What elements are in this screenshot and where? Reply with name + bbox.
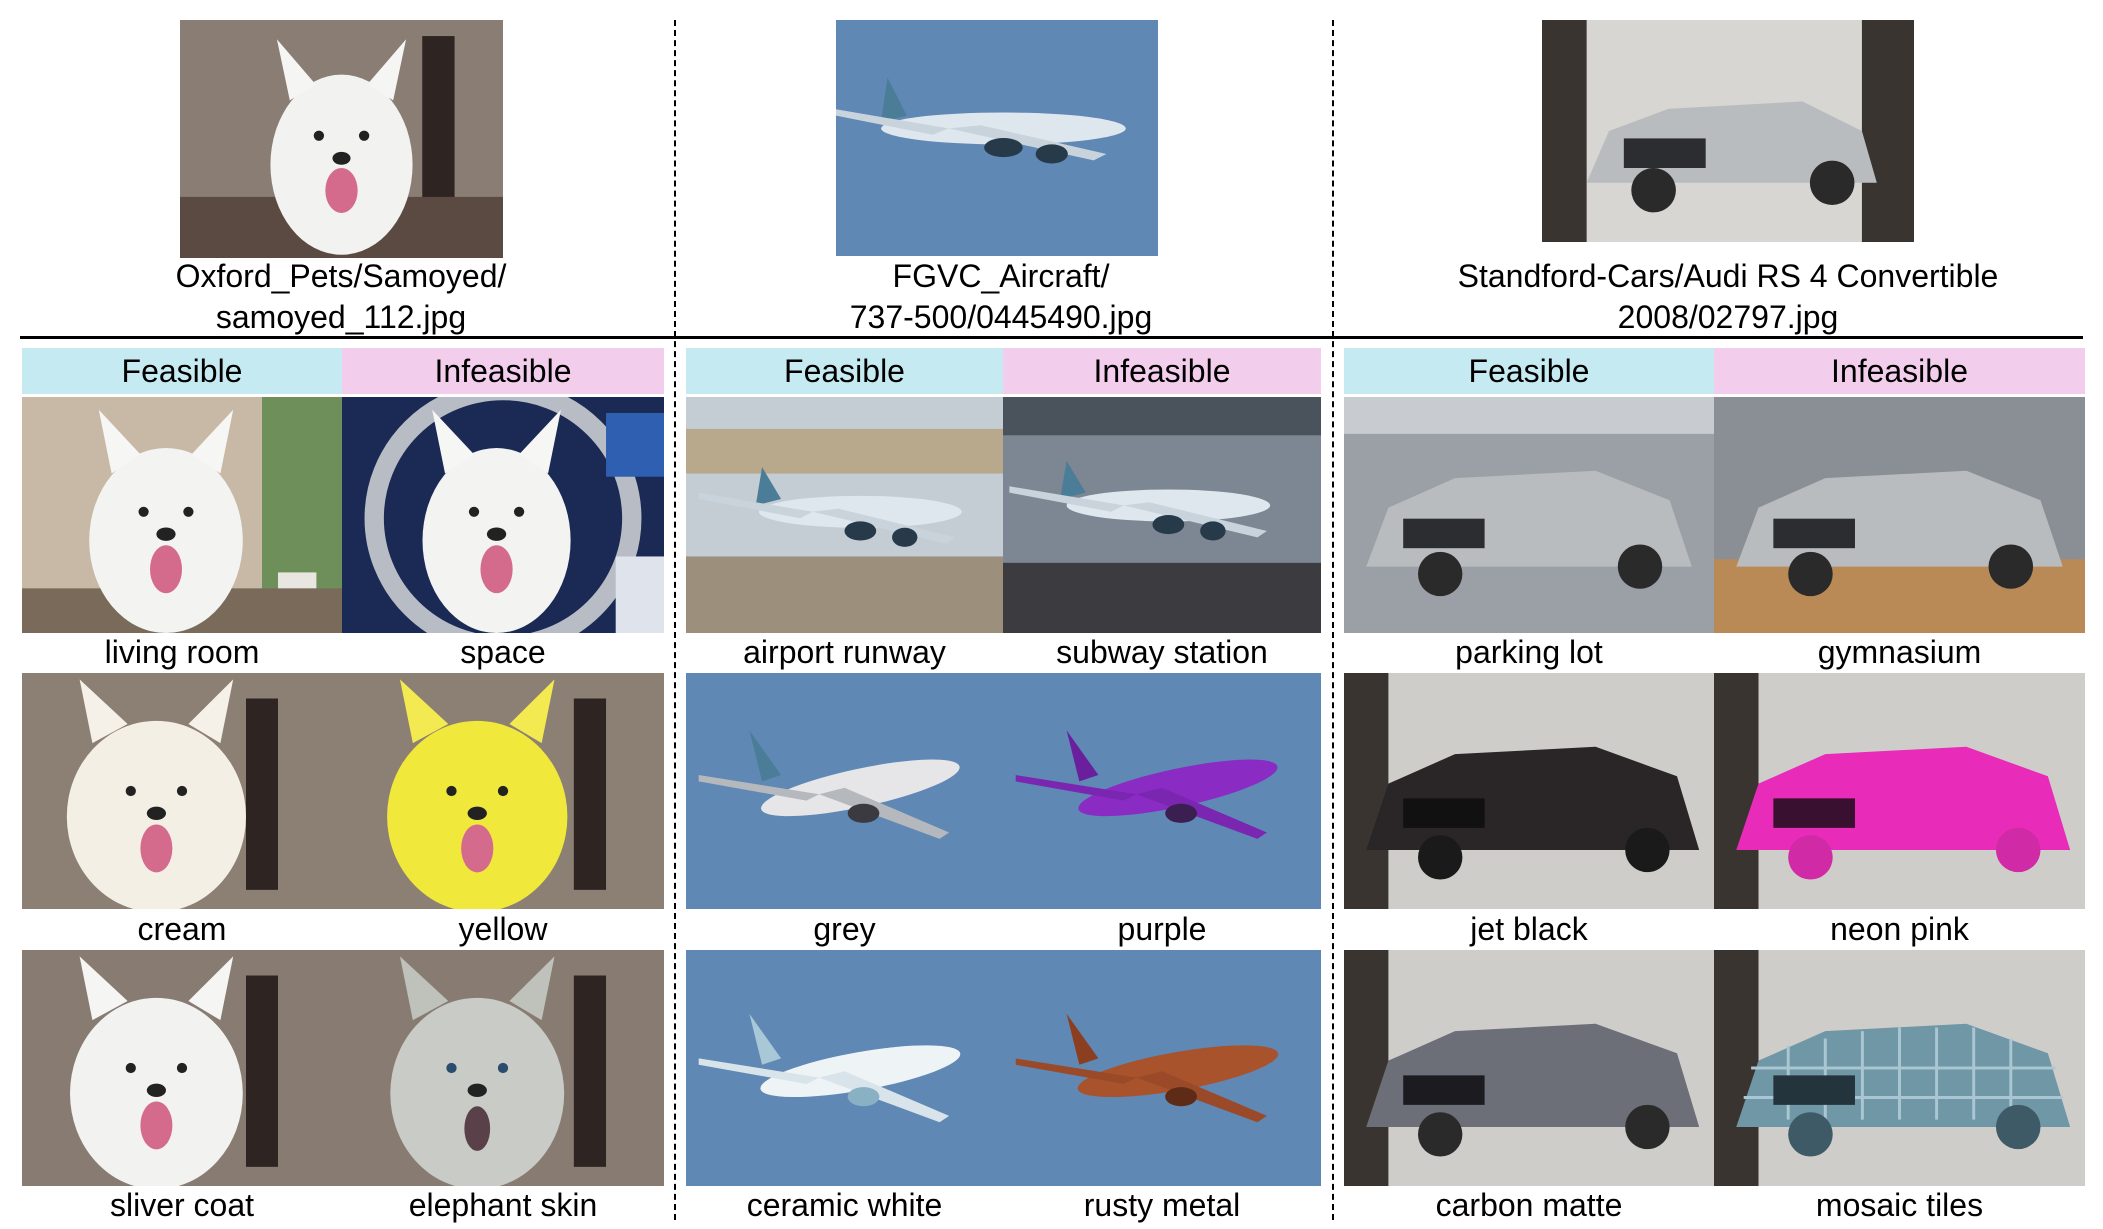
label-infeasible-3: elephant skin bbox=[408, 1187, 598, 1223]
image-carbon-matte bbox=[1344, 950, 1714, 1186]
caption-line: samoyed_112.jpg bbox=[215, 299, 467, 335]
caption-line: Oxford_Pets/Samoyed/ bbox=[175, 258, 507, 294]
image-grey bbox=[686, 673, 1003, 909]
label-feasible-3: sliver coat bbox=[109, 1187, 255, 1223]
label-infeasible-3: mosaic tiles bbox=[1815, 1187, 1984, 1223]
infeasible-header: Infeasible bbox=[342, 348, 664, 394]
source-caption: Standford-Cars/Audi RS 4 Convertible 200… bbox=[1448, 256, 2008, 338]
image-purple bbox=[1003, 673, 1321, 909]
image-sliver-coat bbox=[22, 950, 342, 1186]
label-infeasible-1: gymnasium bbox=[1817, 634, 1982, 670]
label-feasible-1: airport runway bbox=[743, 634, 946, 670]
source-caption: Oxford_Pets/Samoyed/ samoyed_112.jpg bbox=[98, 256, 584, 338]
image-subway-station bbox=[1003, 397, 1321, 633]
label-feasible-3: carbon matte bbox=[1435, 1187, 1623, 1223]
label-feasible-1: living room bbox=[104, 634, 260, 670]
label-infeasible-2: purple bbox=[1117, 911, 1207, 947]
image-gymnasium bbox=[1714, 397, 2085, 633]
label-feasible-1: parking lot bbox=[1455, 634, 1603, 670]
image-neon-pink bbox=[1714, 673, 2085, 909]
feasible-header: Feasible bbox=[22, 348, 342, 394]
image-airport-runway bbox=[686, 397, 1003, 633]
image-ceramic-white bbox=[686, 950, 1003, 1186]
image-rusty-metal bbox=[1003, 950, 1321, 1186]
feasible-header: Feasible bbox=[686, 348, 1003, 394]
label-feasible-2: grey bbox=[813, 911, 876, 947]
source-image-audi bbox=[1542, 20, 1914, 242]
image-jet-black bbox=[1344, 673, 1714, 909]
image-elephant-skin bbox=[342, 950, 664, 1186]
caption-line: Standford-Cars/Audi RS 4 Convertible bbox=[1457, 258, 1999, 294]
label-feasible-2: jet black bbox=[1470, 911, 1588, 947]
column-separator-1 bbox=[674, 20, 676, 1220]
source-caption: FGVC_Aircraft/ 737-500/0445490.jpg bbox=[763, 256, 1239, 338]
caption-line: FGVC_Aircraft/ bbox=[892, 258, 1110, 294]
feasible-header: Feasible bbox=[1344, 348, 1714, 394]
image-mosaic-tiles bbox=[1714, 950, 2085, 1186]
infeasible-header: Infeasible bbox=[1714, 348, 2085, 394]
image-space bbox=[342, 397, 664, 633]
image-living-room bbox=[22, 397, 342, 633]
infeasible-header: Infeasible bbox=[1003, 348, 1321, 394]
header-divider bbox=[20, 336, 2083, 339]
column-separator-2 bbox=[1332, 20, 1334, 1220]
source-image-aircraft bbox=[836, 20, 1158, 256]
image-yellow bbox=[342, 673, 664, 909]
label-infeasible-3: rusty metal bbox=[1083, 1187, 1241, 1223]
label-feasible-3: ceramic white bbox=[746, 1187, 943, 1223]
label-feasible-2: cream bbox=[137, 911, 227, 947]
source-image-samoyed bbox=[180, 20, 503, 258]
caption-line: 737-500/0445490.jpg bbox=[849, 299, 1153, 335]
label-infeasible-2: yellow bbox=[458, 911, 548, 947]
caption-line: 2008/02797.jpg bbox=[1617, 299, 1839, 335]
image-parking-lot bbox=[1344, 397, 1714, 633]
label-infeasible-1: subway station bbox=[1056, 634, 1268, 670]
image-cream bbox=[22, 673, 342, 909]
label-infeasible-2: neon pink bbox=[1830, 911, 1969, 947]
label-infeasible-1: space bbox=[460, 634, 546, 670]
